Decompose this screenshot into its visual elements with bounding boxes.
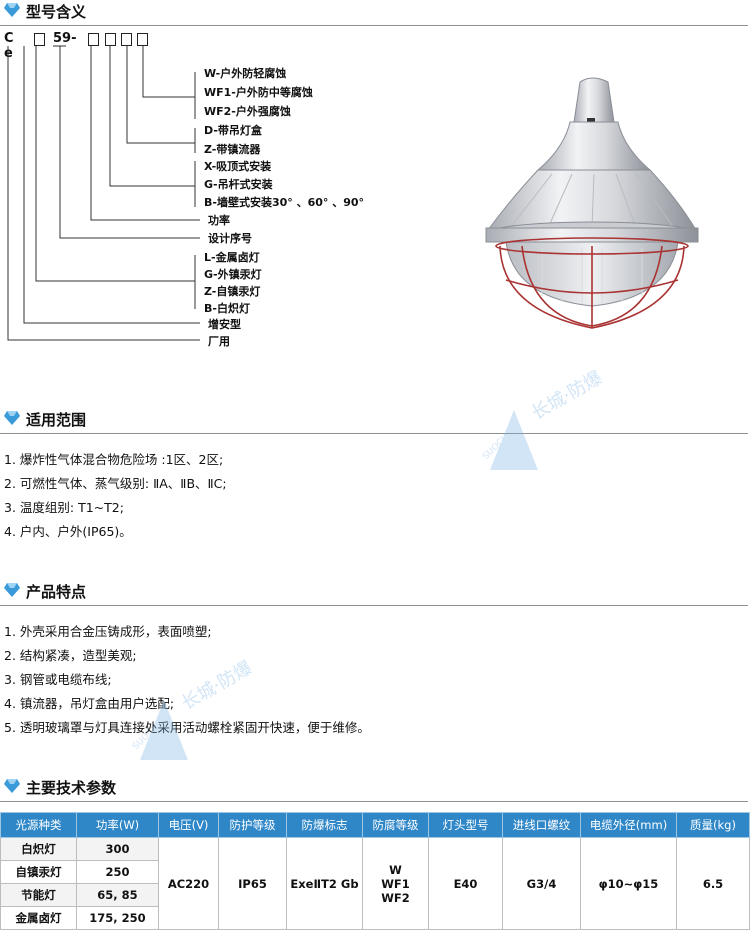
column-header: 防腐等级 [362, 812, 429, 838]
column-header: 进线口螺纹 [502, 812, 581, 838]
section-title: 主要技术参数 [26, 779, 117, 797]
code-box [34, 33, 45, 46]
model-label: Z-自镇汞灯 [204, 285, 261, 298]
watermark-text: 长城·防爆 [178, 657, 256, 714]
feature-item: 4. 镇流器，吊灯盒由用户选配; [4, 696, 175, 711]
model-label: B-白炽灯 [204, 302, 250, 315]
code-box [88, 33, 99, 46]
model-label: 功率 [208, 214, 230, 227]
cell-lamp-base: E40 [428, 837, 503, 930]
model-label: 厂用 [208, 335, 230, 348]
column-header: 电压(V) [158, 812, 219, 838]
table-row: 白炽灯 300 AC220 IP65 ExeⅡT2 Gb W WF1 WF2 E… [0, 837, 750, 930]
diamond-icon [4, 779, 20, 793]
section-header-features: 产品特点 [0, 580, 750, 606]
feature-item: 5. 透明玻璃罩与灯具连接处采用活动螺栓紧固开快速，便于维修。 [4, 720, 370, 735]
scope-item: 2. 可燃性气体、蒸气级别: ⅡA、ⅡB、ⅡC; [4, 476, 227, 491]
column-header: 电缆外径(mm) [580, 812, 677, 838]
column-header: 防护等级 [218, 812, 287, 838]
cell-power: 300 [76, 837, 159, 861]
divider [0, 801, 748, 802]
brand-watermark: SUOCH 长城·防爆 [480, 367, 680, 484]
column-header: 光源种类 [0, 812, 77, 838]
model-label: W-户外防轻腐蚀 [204, 67, 287, 80]
section-header-params: 主要技术参数 [0, 776, 750, 802]
column-header: 灯头型号 [428, 812, 503, 838]
corrosion-value: WF1 [381, 876, 410, 891]
section-title: 型号含义 [26, 3, 87, 21]
cell-power: 65, 85 [76, 883, 159, 907]
cell-power: 250 [76, 860, 159, 884]
model-design-no: 59- [53, 31, 77, 46]
code-box [121, 33, 132, 46]
divider [0, 605, 748, 606]
cell-weight: 6.5 [676, 837, 750, 930]
model-label: G-外镇汞灯 [204, 268, 262, 281]
column-header: 防爆标志 [286, 812, 363, 838]
column-header: 质量(kg) [676, 812, 750, 838]
column-header: 功率(W) [76, 812, 159, 838]
code-box [137, 33, 148, 46]
model-label: 设计序号 [208, 232, 252, 245]
model-label: X-吸顶式安装 [204, 160, 272, 173]
section-header-model: 型号含义 [0, 0, 750, 26]
scope-item: 1. 爆炸性气体混合物危险场 :1区、2区; [4, 452, 224, 467]
table-row: 节能灯 65, 85 [0, 883, 750, 907]
cell-protection: IP65 [218, 837, 287, 930]
brand-watermark: SUOCH 长城·防爆 [130, 640, 330, 774]
feature-item: 3. 钢管或电缆布线; [4, 672, 112, 687]
corrosion-value: WF2 [381, 890, 410, 905]
model-label: L-金属卤灯 [204, 251, 260, 264]
divider [0, 25, 748, 26]
lamp-product-image [485, 77, 699, 329]
cell-source: 金属卤灯 [0, 906, 77, 930]
section-header-scope: 适用范围 [0, 408, 750, 434]
model-diagram-lines [7, 45, 200, 341]
table-header-row: 光源种类 功率(W) 电压(V) 防护等级 防爆标志 防腐等级 灯头型号 进线口… [0, 812, 750, 838]
tech-params-table: 光源种类 功率(W) 电压(V) 防护等级 防爆标志 防腐等级 灯头型号 进线口… [0, 812, 750, 930]
cell-corrosion: W WF1 WF2 [362, 837, 429, 930]
cell-ex-mark: ExeⅡT2 Gb [286, 837, 363, 930]
cell-thread: G3/4 [502, 837, 581, 930]
model-label: WF2-户外强腐蚀 [204, 105, 291, 118]
cell-voltage: AC220 [158, 837, 219, 930]
cell-source: 节能灯 [0, 883, 77, 907]
model-label: G-吊杆式安装 [204, 178, 273, 191]
cell-cable: φ10~φ15 [580, 837, 677, 930]
model-label: D-带吊灯盒 [204, 124, 262, 137]
feature-item: 2. 结构紧凑，造型美观; [4, 648, 137, 663]
model-label: 增安型 [208, 318, 241, 331]
diamond-icon [4, 583, 20, 597]
diamond-icon [4, 3, 20, 17]
corrosion-value: W [389, 862, 402, 877]
code-box [105, 33, 116, 46]
section-title: 产品特点 [26, 583, 87, 601]
table-row: 金属卤灯 175, 250 [0, 906, 750, 930]
cell-power: 175, 250 [76, 906, 159, 930]
cell-source: 自镇汞灯 [0, 860, 77, 884]
section-title: 适用范围 [26, 411, 87, 429]
model-label: B-墙壁式安装30° 、60° 、90° [204, 196, 365, 209]
feature-item: 1. 外壳采用合金压铸成形，表面喷塑; [4, 624, 212, 639]
model-label: WF1-户外防中等腐蚀 [204, 86, 313, 99]
model-label: Z-带镇流器 [204, 143, 261, 156]
scope-item: 4. 户内、户外(IP65)。 [4, 524, 132, 539]
scope-item: 3. 温度组别: T1~T2; [4, 500, 124, 515]
divider [0, 433, 748, 434]
cell-source: 白炽灯 [0, 837, 77, 861]
watermark-text: 长城·防爆 [528, 370, 606, 424]
diamond-icon [4, 411, 20, 425]
